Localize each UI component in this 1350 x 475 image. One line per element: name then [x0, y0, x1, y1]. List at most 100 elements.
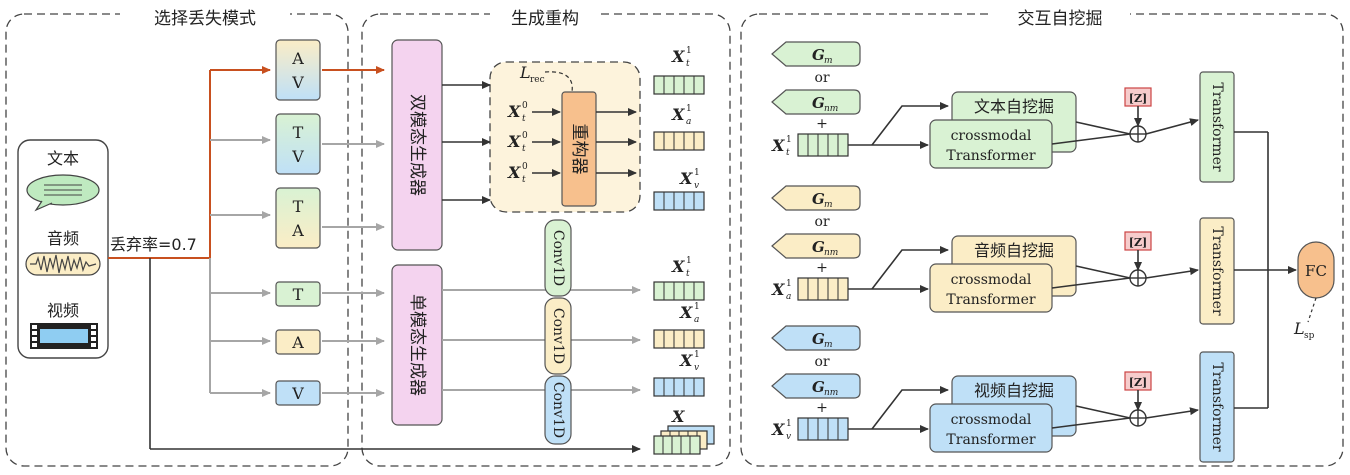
gm-symbol: G: [812, 46, 825, 64]
x1-feature-v: [797, 417, 849, 441]
transformer-a-block: Transformer: [1199, 217, 1235, 325]
svg-text:m: m: [824, 340, 833, 350]
conv1d-t-block: Conv1D: [544, 219, 572, 297]
gnm-symbol: G: [812, 378, 825, 396]
svg-text:X: X: [679, 303, 693, 322]
svg-text:X: X: [671, 407, 685, 426]
add-operator-a: [1129, 269, 1147, 287]
svg-text:T: T: [293, 123, 304, 142]
svg-text:Conv1D: Conv1D: [550, 382, 566, 438]
svg-text:rec: rec: [530, 75, 545, 85]
fc-layer: FC: [1297, 241, 1335, 299]
svg-text:t: t: [786, 148, 790, 158]
gnm-tag-t: [771, 89, 861, 115]
x0-t-input: X 0 t: [507, 101, 561, 124]
svg-text:crossmodal: crossmodal: [951, 412, 1032, 428]
svg-text:[Z]: [Z]: [1129, 376, 1147, 389]
svg-text:crossmodal: crossmodal: [951, 272, 1032, 288]
gm-tag-t: [771, 41, 861, 67]
svg-text:nm: nm: [824, 248, 838, 258]
svg-text:1: 1: [694, 168, 700, 178]
mode-tv-box: T V: [275, 113, 321, 175]
svg-text:t: t: [522, 144, 526, 154]
svg-text:X: X: [679, 351, 693, 370]
svg-text:t: t: [686, 59, 690, 69]
svg-text:crossmodal: crossmodal: [951, 128, 1032, 144]
film-strip-icon: [30, 323, 98, 349]
x1-label-a: X: [771, 280, 785, 299]
x1-label-t: X: [771, 136, 785, 155]
input-video-label: 视频: [47, 301, 79, 320]
svg-text:1: 1: [694, 350, 700, 360]
svg-text:A: A: [291, 221, 304, 240]
gnm-tag-v: [771, 373, 861, 399]
x1-v-dual-feature: X 1 v: [653, 168, 705, 211]
x1-feature-t: [797, 133, 849, 157]
or-label: or: [814, 214, 829, 230]
x1-v-single-feature: X 1 v: [653, 350, 705, 397]
x1-label-v: X: [771, 420, 785, 439]
reconstructor-box: 重构器: [561, 91, 597, 207]
add-operator-t: [1129, 125, 1147, 143]
gm-tag-v: [771, 325, 861, 351]
gnm-symbol: G: [812, 94, 825, 112]
svg-text:A: A: [291, 49, 304, 68]
svg-text:重构器: 重构器: [569, 124, 589, 175]
svg-text:Transformer: Transformer: [1209, 226, 1225, 315]
svg-text:0: 0: [522, 101, 528, 111]
svg-text:0: 0: [522, 131, 528, 141]
x1-t-single-feature: X 1 t: [653, 256, 705, 301]
mode-t-box: T: [275, 281, 321, 307]
mode-av-box: A V: [275, 39, 321, 101]
x-complete-feature-stack: X: [653, 407, 715, 455]
speech-bubble-icon: [26, 174, 100, 212]
svg-text:V: V: [291, 147, 304, 166]
svg-text:a: a: [686, 117, 691, 127]
svg-text:1: 1: [686, 46, 692, 56]
svg-text:sp: sp: [1304, 331, 1315, 341]
section-select-frame: [5, 13, 349, 467]
svg-text:X: X: [507, 163, 521, 182]
svg-text:V: V: [291, 73, 304, 92]
svg-text:Conv1D: Conv1D: [550, 230, 566, 286]
gnm-tag-a: [771, 233, 861, 259]
x1-t-dual-feature: X 1 t: [653, 46, 705, 95]
input-text-label: 文本: [47, 149, 79, 168]
svg-text:v: v: [694, 181, 699, 191]
svg-text:1: 1: [686, 256, 692, 266]
svg-text:视频自挖掘: 视频自挖掘: [974, 381, 1054, 400]
dropout-rate-label: 丢弃率=0.7: [110, 235, 197, 254]
svg-text:1: 1: [786, 279, 792, 289]
svg-text:1: 1: [786, 419, 792, 429]
svg-text:1: 1: [686, 104, 692, 114]
svg-text:m: m: [824, 56, 833, 66]
x0-a-input: X 0 t: [507, 131, 561, 154]
svg-text:X: X: [507, 102, 521, 121]
svg-text:X: X: [671, 257, 685, 276]
section-interact-frame: [740, 13, 1344, 467]
plus-label: +: [816, 400, 828, 416]
svg-text:Transformer: Transformer: [946, 292, 1035, 308]
plus-label: +: [816, 116, 828, 132]
x0-v-input: X 0 t: [507, 162, 561, 185]
conv1d-a-block: Conv1D: [544, 297, 572, 375]
section-interact-title: 交互自挖掘: [1018, 9, 1103, 29]
svg-text:[Z]: [Z]: [1129, 236, 1147, 249]
svg-text:m: m: [824, 200, 833, 210]
loss-sp-label: L: [1293, 319, 1305, 338]
svg-text:X: X: [679, 169, 693, 188]
svg-text:T: T: [293, 197, 304, 216]
mode-ta-box: T A: [275, 187, 321, 249]
svg-text:1: 1: [694, 302, 700, 312]
gm-symbol: G: [812, 190, 825, 208]
conv1d-v-block: Conv1D: [544, 375, 572, 445]
svg-text:Transformer: Transformer: [946, 148, 1035, 164]
svg-text:v: v: [694, 363, 699, 373]
plus-label: +: [816, 260, 828, 276]
svg-text:a: a: [786, 292, 791, 302]
